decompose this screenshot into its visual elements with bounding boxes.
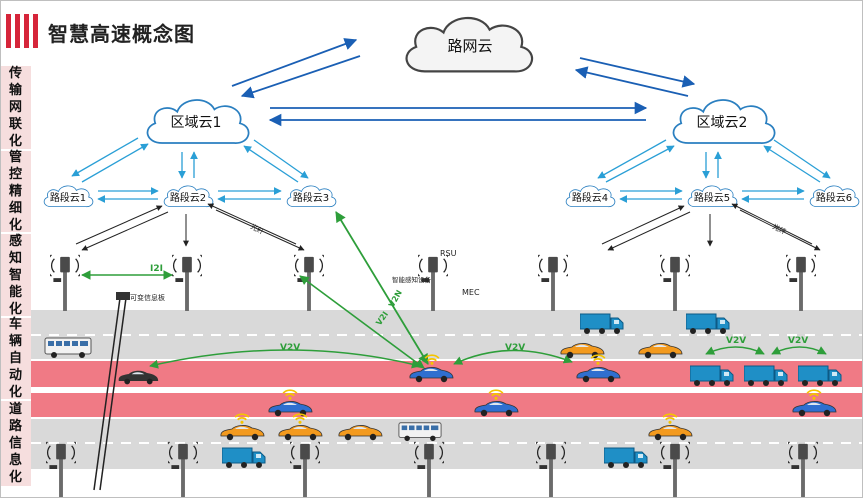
v2v-label-4: V2V	[788, 336, 808, 346]
v2v-label-2: V2V	[505, 343, 525, 353]
median	[31, 387, 863, 393]
i2i-link: I2I	[81, 264, 173, 280]
cloud-top-label: 路网云	[447, 37, 492, 55]
title-bar-decor-4	[33, 14, 38, 48]
mec-label: MEC	[462, 288, 480, 297]
lane-gray-3	[31, 418, 863, 443]
segment-cloud-5: 路段云5	[694, 191, 730, 204]
fiber-label-right: 光纤	[771, 222, 788, 237]
lane-red-2	[31, 393, 863, 418]
v2v-label-3: V2V	[726, 336, 746, 346]
lane-gray-1	[31, 310, 863, 335]
segment-cloud-3: 路段云3	[293, 191, 329, 204]
cloud-region-left: 区域云1	[146, 99, 250, 145]
segment-cloud-6: 路段云6	[816, 191, 852, 204]
smart-sense-label: 智能感知设备	[392, 275, 432, 284]
cloud-region-right-label: 区域云2	[697, 115, 748, 131]
page-title-text: 智慧高速概念图	[48, 22, 195, 46]
title-bar-decor-2	[15, 14, 20, 48]
segment-cloud-2: 路段云2	[170, 191, 206, 204]
cloud-region-right: 区域云2	[672, 99, 776, 145]
cloud-top: 路网云	[404, 16, 534, 74]
layer-label-transport: 传输网联化	[0, 66, 31, 151]
rsu-label: RSU	[440, 249, 457, 258]
cloud-region-left-label: 区域云1	[171, 115, 222, 131]
layer-label-vehicle: 车辆自动化	[0, 317, 31, 401]
segment-cloud-1: 路段云1	[50, 191, 86, 204]
layer-label-road: 道路信息化	[0, 401, 31, 488]
road	[31, 310, 863, 469]
v2n-label: V2N	[387, 289, 404, 309]
v2v-links: V2V V2V V2V V2V	[149, 336, 827, 369]
title-bar-decor-1	[6, 14, 11, 48]
segment-clouds: 路段云1 路段云2 路段云3 路段云4 路段云5 路段云6	[43, 185, 860, 208]
v2v-label-1: V2V	[280, 343, 300, 353]
fiber-label-left: 光纤	[249, 222, 266, 237]
title-bar-decor-3	[24, 14, 29, 48]
vms-label: 可变信息板	[130, 293, 165, 302]
variable-message-sign: 可变信息板	[93, 292, 165, 491]
i2i-label: I2I	[150, 264, 163, 274]
segment-cloud-4: 路段云4	[572, 191, 608, 204]
arrows-network	[71, 38, 831, 251]
lane-gray-4	[31, 443, 863, 469]
layer-label-control: 管控精细化	[0, 150, 31, 234]
layer-label-sensing: 感知智能化	[0, 234, 31, 318]
